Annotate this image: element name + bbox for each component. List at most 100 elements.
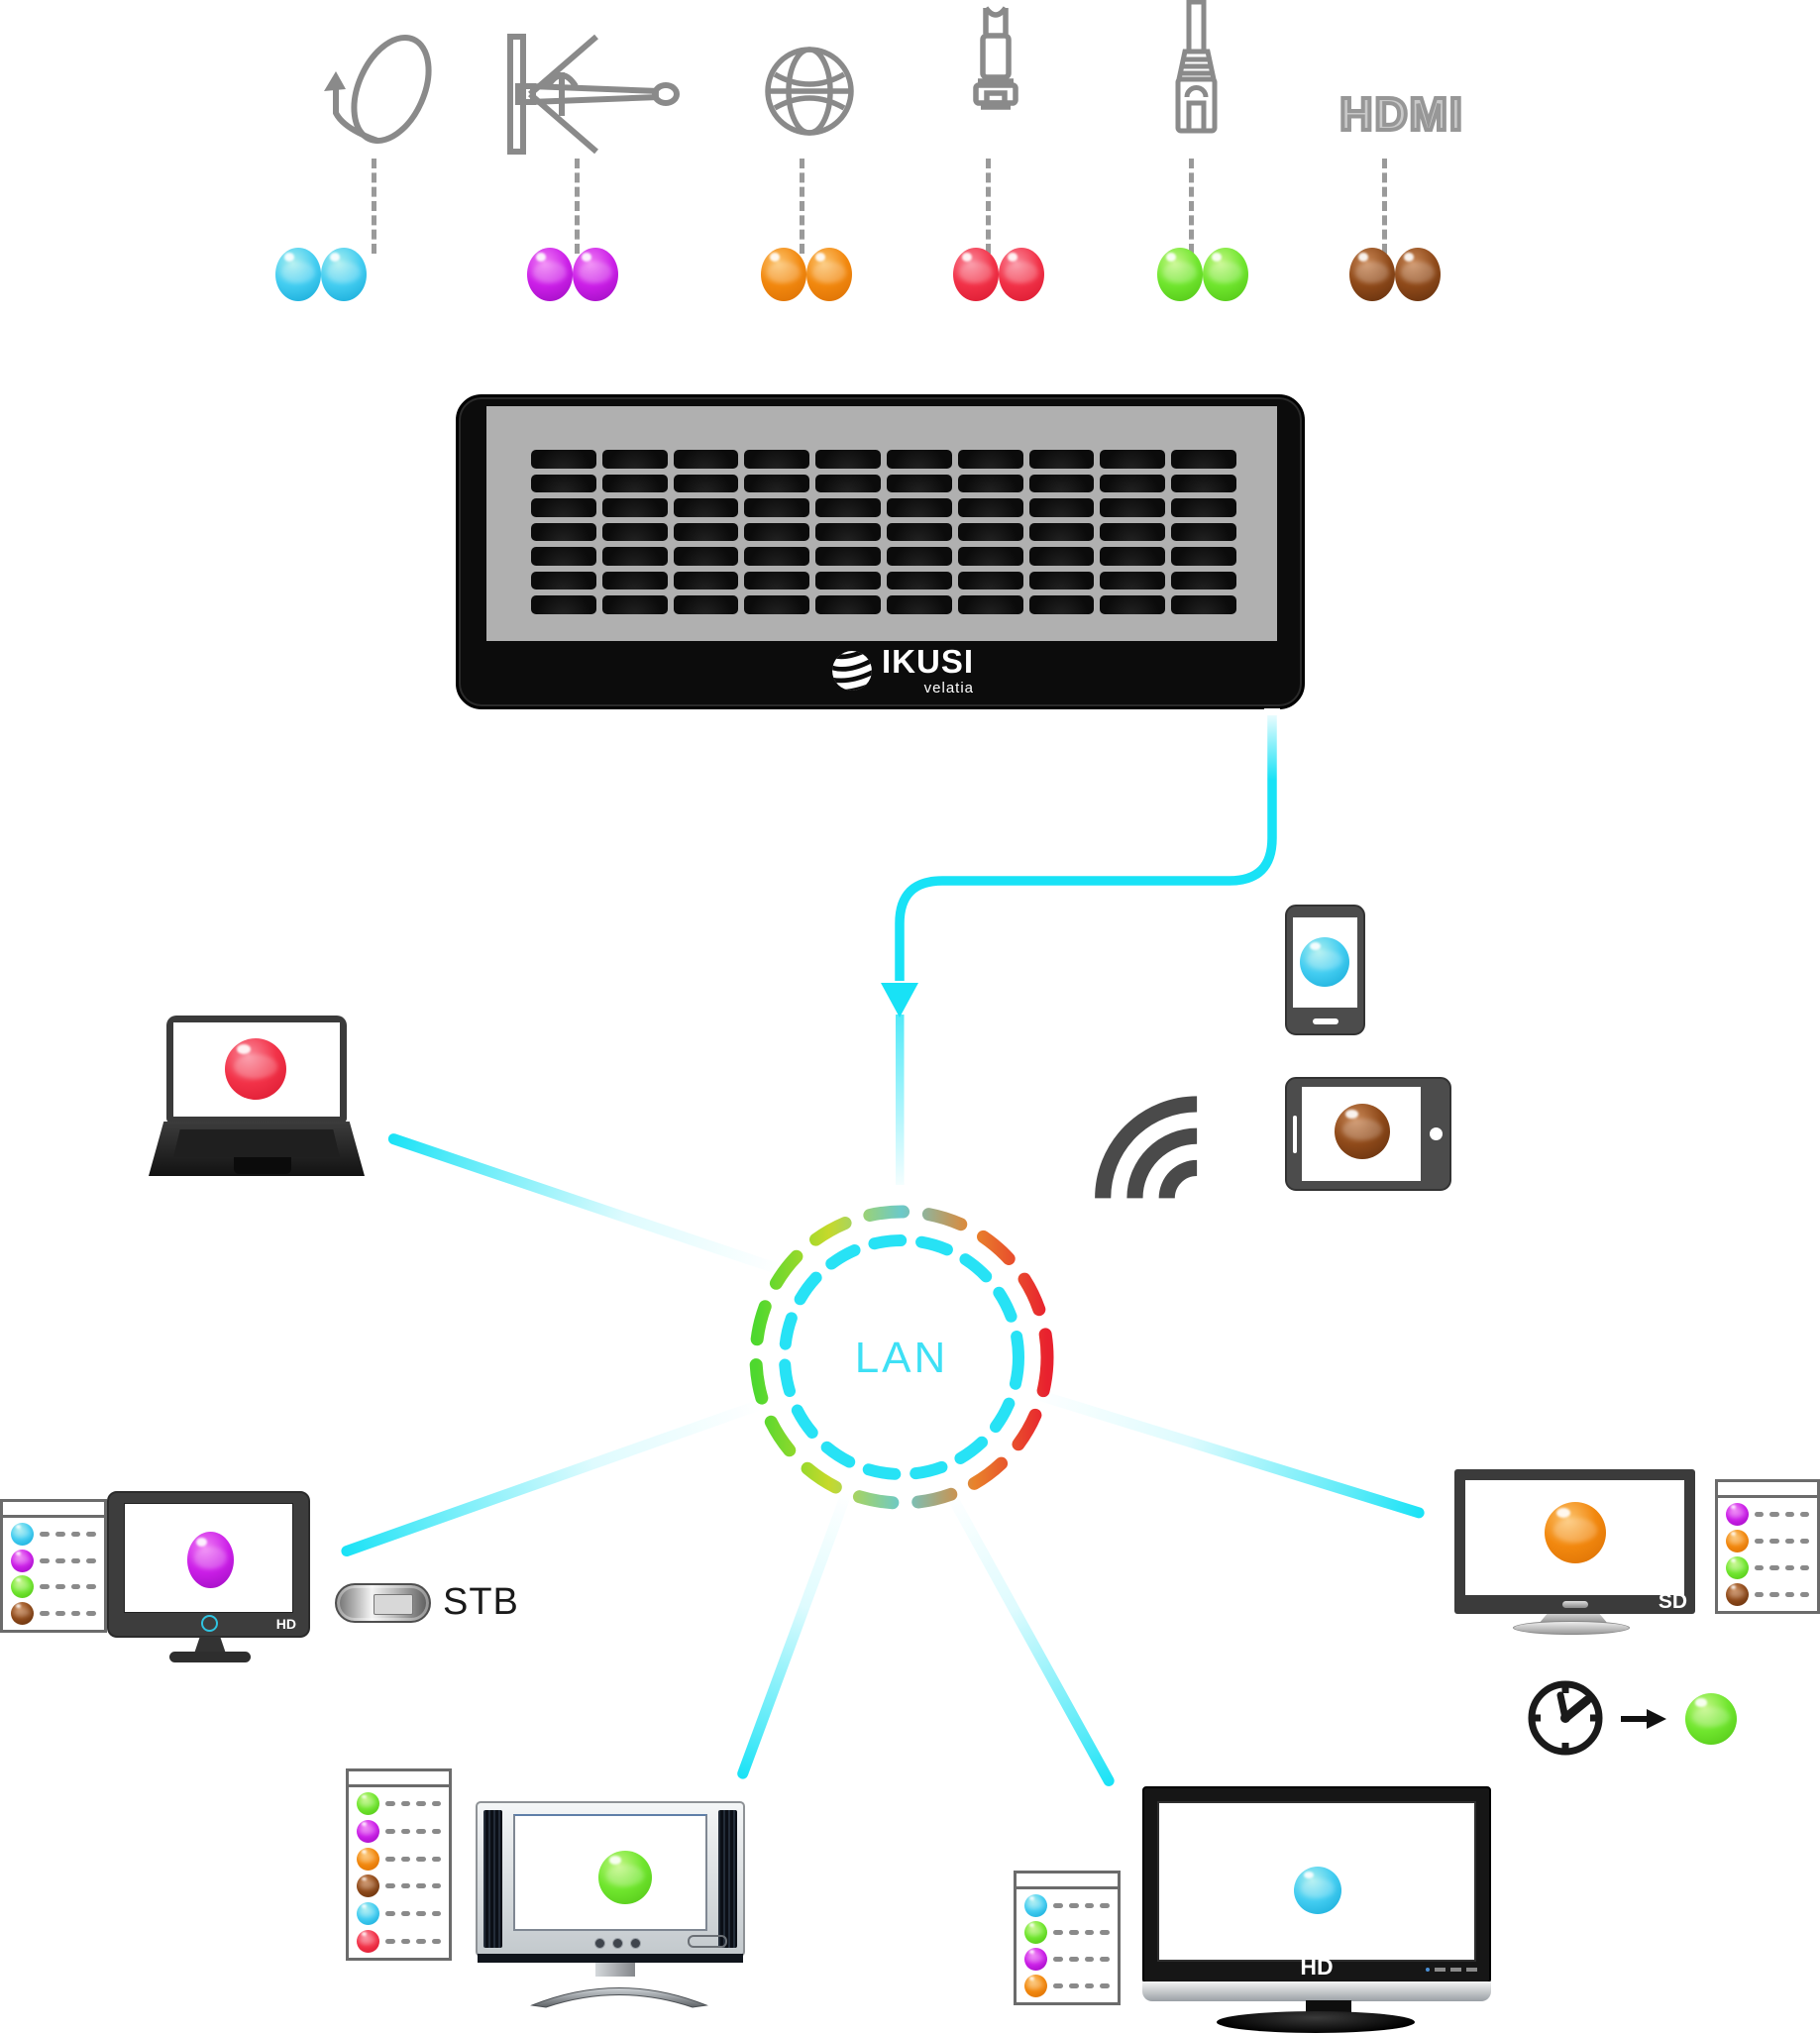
grille-cell — [673, 474, 739, 493]
orange-channel-ball — [357, 1847, 379, 1871]
grille-cell — [601, 474, 668, 493]
service-ball — [999, 248, 1044, 301]
channel-text-dash — [1769, 1512, 1779, 1517]
grille-cell — [887, 571, 952, 590]
tv-sd-channel-ball — [1545, 1502, 1606, 1563]
service-ball — [1157, 248, 1203, 301]
green-channel-ball — [357, 1792, 379, 1816]
magenta-channel-ball — [11, 1549, 34, 1572]
grille-cell — [1100, 571, 1166, 590]
stb-label: STB — [443, 1581, 519, 1623]
red-channel-ball — [357, 1929, 379, 1953]
channel-list-header — [3, 1502, 104, 1518]
channel-list-header — [349, 1771, 449, 1787]
grille-cell — [673, 450, 739, 469]
grille-cell — [1171, 522, 1236, 542]
grille-cell — [887, 547, 952, 566]
grille-cell — [887, 595, 952, 614]
grille-cell — [601, 450, 668, 469]
magenta-channel-ball — [1024, 1948, 1047, 1971]
channel-text-dash — [1068, 1930, 1079, 1935]
grille-cell — [1100, 450, 1166, 469]
grille-cell — [815, 474, 881, 493]
device-front-panel — [486, 406, 1277, 641]
tv-stand-neck — [1539, 1614, 1608, 1624]
grille-cell — [601, 595, 668, 614]
channel-text-dash — [1799, 1565, 1809, 1570]
channel-text-dash — [400, 1910, 410, 1916]
channel-text-dash — [1084, 1983, 1095, 1988]
grille-cell — [1171, 547, 1236, 566]
channel-text-dash — [431, 1938, 441, 1944]
grille-cell — [1028, 547, 1095, 566]
grille-cell — [531, 474, 596, 493]
grille-cell — [1028, 450, 1095, 469]
channel-text-dash — [1053, 1983, 1063, 1988]
channel-row — [3, 1575, 104, 1599]
grille-cell — [815, 595, 881, 614]
channel-row — [3, 1549, 104, 1572]
channel-row — [1718, 1583, 1817, 1606]
grille-cell — [815, 571, 881, 590]
lan-link-laptop — [386, 1131, 785, 1276]
grille-cell — [744, 450, 810, 469]
input-dash-line — [1382, 159, 1387, 254]
channel-row — [1017, 1948, 1118, 1971]
tv-speaker — [483, 1810, 502, 1948]
grille-cell — [744, 474, 810, 493]
satellite-dish-icon — [324, 34, 432, 145]
brown-channel-ball — [11, 1602, 34, 1626]
channel-text-dash — [1084, 1903, 1095, 1908]
laptop-keyboard — [173, 1129, 340, 1157]
channel-list-tv-left — [0, 1499, 107, 1633]
grille-cell — [673, 547, 739, 566]
grille-cell — [1028, 474, 1095, 493]
channel-text-dash — [54, 1531, 65, 1537]
channel-text-dash — [54, 1611, 65, 1617]
channel-text-dash — [70, 1584, 81, 1590]
channel-text-dash — [1100, 1903, 1110, 1908]
service-ball — [761, 248, 806, 301]
grille-cell — [1100, 474, 1166, 493]
brown-channel-ball — [1726, 1583, 1749, 1606]
grille-cell — [957, 595, 1023, 614]
service-ball — [275, 248, 321, 301]
channel-row — [349, 1792, 449, 1816]
cyan-channel-ball — [357, 1901, 379, 1925]
hd-badge: HD — [275, 1616, 296, 1632]
channel-row — [349, 1901, 449, 1925]
channel-row — [349, 1874, 449, 1898]
tv-stand-neck — [194, 1637, 226, 1654]
channel-text-dash — [385, 1828, 395, 1834]
channel-text-dash — [70, 1531, 81, 1537]
input-dash-line — [986, 159, 991, 254]
grille-cell — [1028, 595, 1095, 614]
tv-bl-channel-ball — [598, 1851, 652, 1904]
tv-speaker — [718, 1810, 737, 1948]
channel-text-dash — [385, 1801, 395, 1807]
tv-stand-base — [1513, 1621, 1630, 1635]
channel-text-dash — [86, 1531, 96, 1537]
service-ball — [1349, 248, 1395, 301]
channel-text-dash — [400, 1801, 410, 1807]
grille-cell — [744, 595, 810, 614]
channel-text-dash — [1068, 1957, 1079, 1962]
channel-text-dash — [1068, 1903, 1079, 1908]
channel-text-dash — [385, 1910, 395, 1916]
channel-text-dash — [1100, 1957, 1110, 1962]
tablet-speaker — [1293, 1115, 1297, 1153]
channel-text-dash — [385, 1938, 395, 1944]
channel-list-tv-bottom-left — [346, 1768, 452, 1961]
service-ball — [573, 248, 618, 301]
magenta-channel-ball — [357, 1819, 379, 1843]
channel-list-tv-bottom-right — [1014, 1871, 1121, 2005]
channel-text-dash — [70, 1611, 81, 1617]
tv-stand-neck — [1306, 2000, 1351, 2014]
grille-cell — [1171, 450, 1236, 469]
channel-text-dash — [416, 1938, 426, 1944]
tv-stand-base — [530, 1987, 708, 2008]
lan-ring — [749, 1205, 1054, 1510]
tv-bottom-strip — [478, 1954, 743, 1963]
channel-text-dash — [54, 1584, 65, 1590]
